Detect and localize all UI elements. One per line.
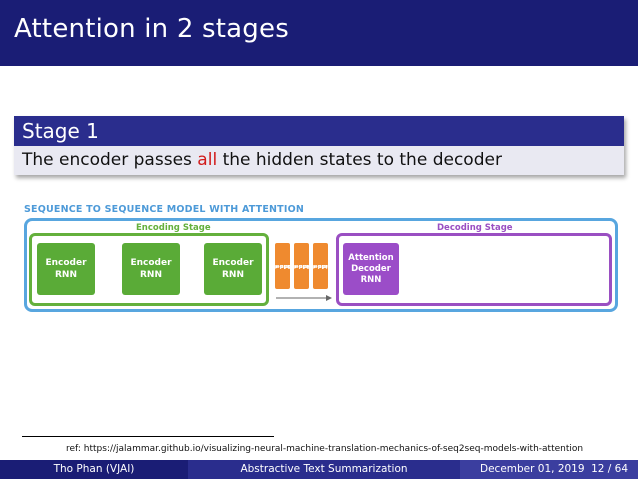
footer-bar: Tho Phan (VJAI) Abstractive Text Summari… (0, 460, 638, 479)
decoding-stage-label: Decoding Stage (437, 223, 513, 233)
title-bar: Attention in 2 stages (0, 0, 638, 66)
encoder-rnn-line1: Encoder (212, 258, 254, 268)
encoder-rnn-line1: Encoder (130, 258, 172, 268)
encoding-stage-box (29, 233, 269, 306)
decoder-line3: RNN (360, 274, 382, 285)
footer-page-number: 12 / 64 (591, 463, 628, 475)
encoder-rnn-line1: Encoder (45, 258, 87, 268)
encoder-rnn-line2: RNN (55, 270, 77, 280)
diagram-title: SEQUENCE TO SEQUENCE MODEL WITH ATTENTIO… (24, 204, 305, 215)
block-body: The encoder passes all the hidden states… (14, 146, 624, 175)
encoder-rnn-line2: RNN (222, 270, 244, 280)
block-text-before: The encoder passes (22, 150, 198, 170)
footnote-reference: ref: https://jalammar.github.io/visualiz… (66, 444, 584, 454)
block-text-after: the hidden states to the decoder (217, 150, 502, 170)
decoding-stage-box (336, 233, 612, 306)
hidden-state-line2: State #3 (306, 263, 335, 269)
footer-right: December 01, 2019 12 / 64 (460, 460, 638, 479)
footer-date: December 01, 2019 (480, 463, 585, 475)
decoder-line1: Attention (348, 252, 394, 263)
encoder-rnn-line2: RNN (140, 270, 162, 280)
slide-title: Attention in 2 stages (14, 14, 289, 44)
footnote-rule (22, 436, 274, 437)
footer-talk-title: Abstractive Text Summarization (188, 460, 460, 479)
decoder-line2: Decoder (351, 263, 391, 274)
diagram-outer-box (24, 218, 618, 312)
footer-author: Tho Phan (VJAI) (0, 460, 188, 479)
stage-block: Stage 1 The encoder passes all the hidde… (14, 116, 624, 175)
encoding-stage-label: Encoding Stage (136, 223, 211, 233)
block-text-highlight: all (197, 150, 218, 170)
block-title: Stage 1 (14, 116, 624, 146)
arrow-icon (276, 295, 332, 301)
